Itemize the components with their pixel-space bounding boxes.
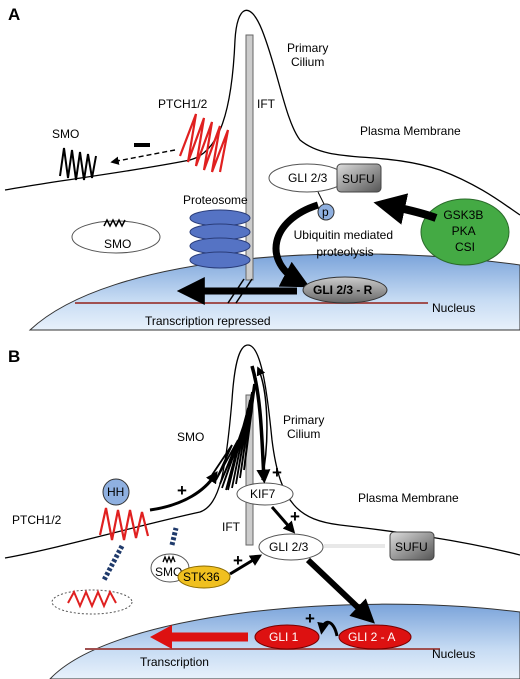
panel-a-kinase-label: GSK3B PKA CSI xyxy=(443,208,486,254)
panel-a-kinase-gsk3b: GSK3B xyxy=(443,208,483,222)
panel-a-ptch-receptor xyxy=(178,113,230,173)
panel-a-smo-vesicle xyxy=(71,220,161,254)
panel-b-gli1-label: GLI 1 xyxy=(269,630,299,644)
panel-b-smo-label: SMO xyxy=(177,430,204,444)
panel-a-proteolysis-label: Ubiquitin mediated proteolysis xyxy=(294,228,397,259)
panel-b-plasma-membrane-label: Plasma Membrane xyxy=(358,491,459,505)
panel-a-gli-repressor-label: GLI 2/3 - R xyxy=(313,283,373,297)
panel-a-gli-repressor xyxy=(302,276,388,304)
panel-b-plasma-membrane xyxy=(4,344,520,559)
panel-a-block-mark-1 xyxy=(227,278,245,304)
panel-b-plus-gli1: + xyxy=(305,609,315,628)
panel-b-gli-label: GLI 2/3 xyxy=(269,540,309,554)
panel-a-proteosome xyxy=(189,209,251,269)
panel-b-stk36-arrow xyxy=(229,554,263,576)
panel-a-phospho-label: p xyxy=(322,205,329,219)
panel-a-gli-label: GLI 2/3 xyxy=(288,171,328,185)
panel-a-label: A xyxy=(8,5,20,24)
panel-b-gli2a-label: GLI 2 - A xyxy=(348,630,395,644)
panel-a-proteolysis-line1: Ubiquitin mediated xyxy=(294,228,393,242)
panel-a-plasma-membrane xyxy=(4,9,520,216)
panel-a-plasma-membrane-label: Plasma Membrane xyxy=(360,124,461,138)
panel-a-kinase-csi: CSI xyxy=(455,240,475,254)
panel-b-gli2a xyxy=(338,624,412,650)
panel-a-sufu xyxy=(336,163,382,193)
panel-b-ift-label: IFT xyxy=(222,520,241,534)
panel-a-proteolysis-arrow xyxy=(272,201,320,288)
panel-a-sufu-label: SUFU xyxy=(342,172,375,186)
panel-b-transcription-label: Transcription xyxy=(140,655,209,669)
panel-a-smo-vesicle-label: SMO xyxy=(104,237,131,251)
panel-a-ptch-label: PTCH1/2 xyxy=(158,97,208,111)
panel-b-gli xyxy=(258,533,324,561)
panel-a-phospho-link xyxy=(317,191,325,205)
panel-a-transcription-label: Transcription repressed xyxy=(145,314,271,328)
panel-a-cilium-label: Primary Cilium xyxy=(287,41,332,69)
panel-b-plus-kif7: + xyxy=(272,463,282,482)
panel-a-inhibit-arrow xyxy=(110,149,176,165)
panel-b-transcription-arrowhead xyxy=(150,625,172,649)
panel-b-plus-gli: + xyxy=(290,507,300,526)
panel-b-ptch-endocytosis-arrow xyxy=(101,544,125,582)
panel-b-plus-smo: + xyxy=(177,481,187,500)
panel-b-nucleus-label: Nucleus xyxy=(432,647,475,661)
panel-b-ift-rod xyxy=(245,394,254,546)
panel-a-block-mark-2 xyxy=(235,278,253,304)
panel-b-smo-vesicle-squiggle xyxy=(162,555,176,564)
panel-b-ptch-vesicle xyxy=(51,589,133,615)
panel-b-sufu-label: SUFU xyxy=(395,540,428,554)
panel-a-phospho xyxy=(317,203,335,221)
panel-b-cilium-label-line2: Cilium xyxy=(287,427,320,441)
panel-a-nucleus-label: Nucleus xyxy=(432,301,475,315)
panel-b-hh-label: HH xyxy=(107,485,124,499)
panel-b-cilium-label: Primary Cilium xyxy=(283,413,328,441)
panel-a-cilium-label-line2: Cilium xyxy=(291,55,324,69)
panel-a: A IFT Primary Cilium PTCH1/2 SMO SMO Pla… xyxy=(4,5,520,331)
panel-b-smo-receptor xyxy=(211,377,257,491)
panel-a-inhibit-symbol xyxy=(134,143,150,147)
panel-a-kinase-complex xyxy=(420,198,510,266)
panel-a-proteosome-label: Proteosome xyxy=(183,193,248,207)
panel-b: B IFT Primary Cilium SMO KIF7 + HH PTCH1… xyxy=(4,344,520,679)
panel-b-smo-activation-arrow xyxy=(149,471,218,512)
panel-b-smo-translocation-arrow xyxy=(169,527,179,546)
panel-b-kif7-down-arrow xyxy=(250,365,271,484)
panel-b-gli2a-to-gli1-arrow xyxy=(317,620,339,637)
panel-b-ptch-internalized xyxy=(67,589,117,609)
panel-a-ift-label: IFT xyxy=(257,97,276,111)
panel-a-smo-receptor xyxy=(59,147,97,181)
panel-a-cilium-label-line1: Primary xyxy=(287,41,328,55)
panel-a-smo-vesicle-squiggle xyxy=(103,218,126,228)
panel-b-gli-nuclear-arrow xyxy=(305,557,375,624)
panel-b-gli1 xyxy=(254,624,320,650)
panel-a-smo-label: SMO xyxy=(52,127,79,141)
panel-b-sufu xyxy=(389,531,435,561)
panel-a-kinase-pka: PKA xyxy=(452,224,476,238)
panel-b-ptch-receptor xyxy=(98,507,150,541)
panel-b-smo-vesicle-label: SMO xyxy=(155,565,182,579)
panel-b-cilium-label-line1: Primary xyxy=(283,413,324,427)
panel-b-kif7-to-gli-arrow xyxy=(270,506,296,534)
panel-b-hh xyxy=(102,478,130,506)
panel-a-ift-rod xyxy=(245,34,254,281)
panel-a-kinase-arrow xyxy=(373,193,438,225)
panel-a-proteolysis-line2: proteolysis xyxy=(316,245,373,259)
panel-b-stk36-label: STK36 xyxy=(183,570,220,584)
panel-b-stk36 xyxy=(177,565,231,589)
panel-b-ptch-label: PTCH1/2 xyxy=(12,513,62,527)
panel-b-kif7-label: KIF7 xyxy=(250,487,276,501)
panel-b-plus-stk36: + xyxy=(233,551,243,570)
panel-b-label: B xyxy=(8,347,20,366)
